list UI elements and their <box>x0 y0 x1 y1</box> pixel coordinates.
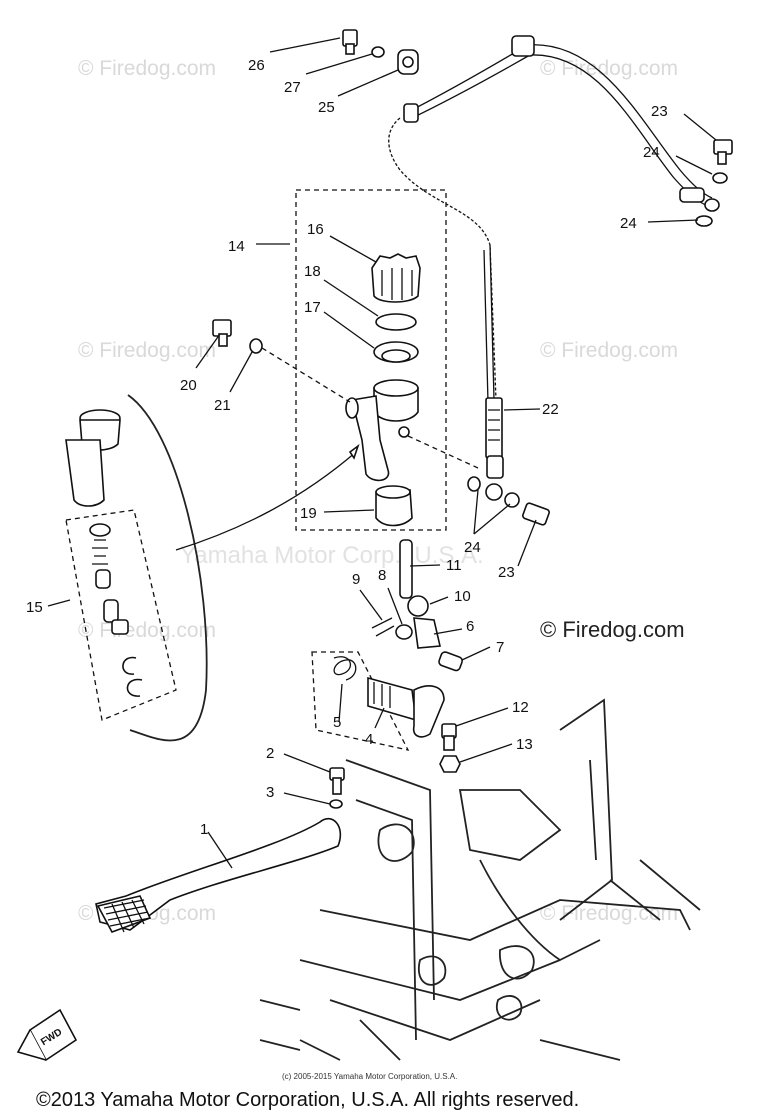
watermark: © Firedog.com <box>540 57 678 80</box>
callout-14: 14 <box>228 238 245 255</box>
lower-banjo-fittings <box>467 476 550 526</box>
watermark-layer: © Firedog.com © Firedog.com © Firedog.co… <box>78 57 678 925</box>
callout-12: 12 <box>512 699 529 716</box>
ghost-copyright: Yamaha Motor Corp., U.S.A. <box>180 542 484 569</box>
callout-25: 25 <box>318 99 335 116</box>
callout-22: 22 <box>542 401 559 418</box>
watermark: © Firedog.com <box>540 339 678 362</box>
small-copyright: (c) 2005-2015 Yamaha Motor Corporation, … <box>282 1072 457 1081</box>
callout-26: 26 <box>248 57 265 74</box>
callout-6: 6 <box>466 618 474 635</box>
brake-pedal <box>95 817 342 933</box>
callout-15: 15 <box>26 599 43 616</box>
callout-21: 21 <box>214 397 231 414</box>
callout-2: 2 <box>266 745 274 762</box>
callout-24-top: 24 <box>643 144 660 161</box>
callout-18: 18 <box>304 263 321 280</box>
bolt-and-washer <box>212 319 479 469</box>
upper-fittings <box>342 29 733 227</box>
callout-8: 8 <box>378 567 386 584</box>
callout-27: 27 <box>284 79 301 96</box>
brake-hose <box>388 35 720 479</box>
callout-10: 10 <box>454 588 471 605</box>
callout-20: 20 <box>180 377 197 394</box>
callout-16: 16 <box>307 221 324 238</box>
callout-24-right: 24 <box>620 215 637 232</box>
callout-9: 9 <box>352 571 360 588</box>
callout-7: 7 <box>496 639 504 656</box>
pedal-shaft <box>311 651 445 751</box>
callout-17: 17 <box>304 299 321 316</box>
footer-copyright: ©2013 Yamaha Motor Corporation, U.S.A. A… <box>36 1089 579 1111</box>
callout-11: 11 <box>446 557 462 574</box>
brand-watermark: © Firedog.com <box>540 617 685 642</box>
callout-24-lower: 24 <box>464 539 481 556</box>
master-cylinder-group <box>295 189 447 531</box>
callout-23-lower: 23 <box>498 564 515 581</box>
callout-13: 13 <box>516 736 533 753</box>
watermark: © Firedog.com <box>78 339 216 362</box>
watermark: © Firedog.com <box>78 57 216 80</box>
callout-19: 19 <box>300 505 317 522</box>
callout-1: 1 <box>200 821 208 838</box>
callout-3: 3 <box>266 784 274 801</box>
frame <box>259 698 701 1061</box>
watermark: © Firedog.com <box>78 619 216 642</box>
watermark: © Firedog.com <box>540 902 678 925</box>
callout-5: 5 <box>333 714 341 731</box>
callout-4: 4 <box>365 731 373 748</box>
stop-bolt <box>439 723 461 773</box>
leader-lines <box>47 37 717 869</box>
callout-23-top: 23 <box>651 103 668 120</box>
fwd-arrow: FWD <box>16 1008 78 1062</box>
clevis-parts <box>371 595 464 672</box>
pedal-bolt <box>329 767 345 809</box>
callout-labels: 26 27 25 23 24 24 14 16 18 17 20 21 19 2… <box>26 57 668 838</box>
sub-assembly-15 <box>65 394 360 742</box>
push-rod <box>399 539 413 599</box>
